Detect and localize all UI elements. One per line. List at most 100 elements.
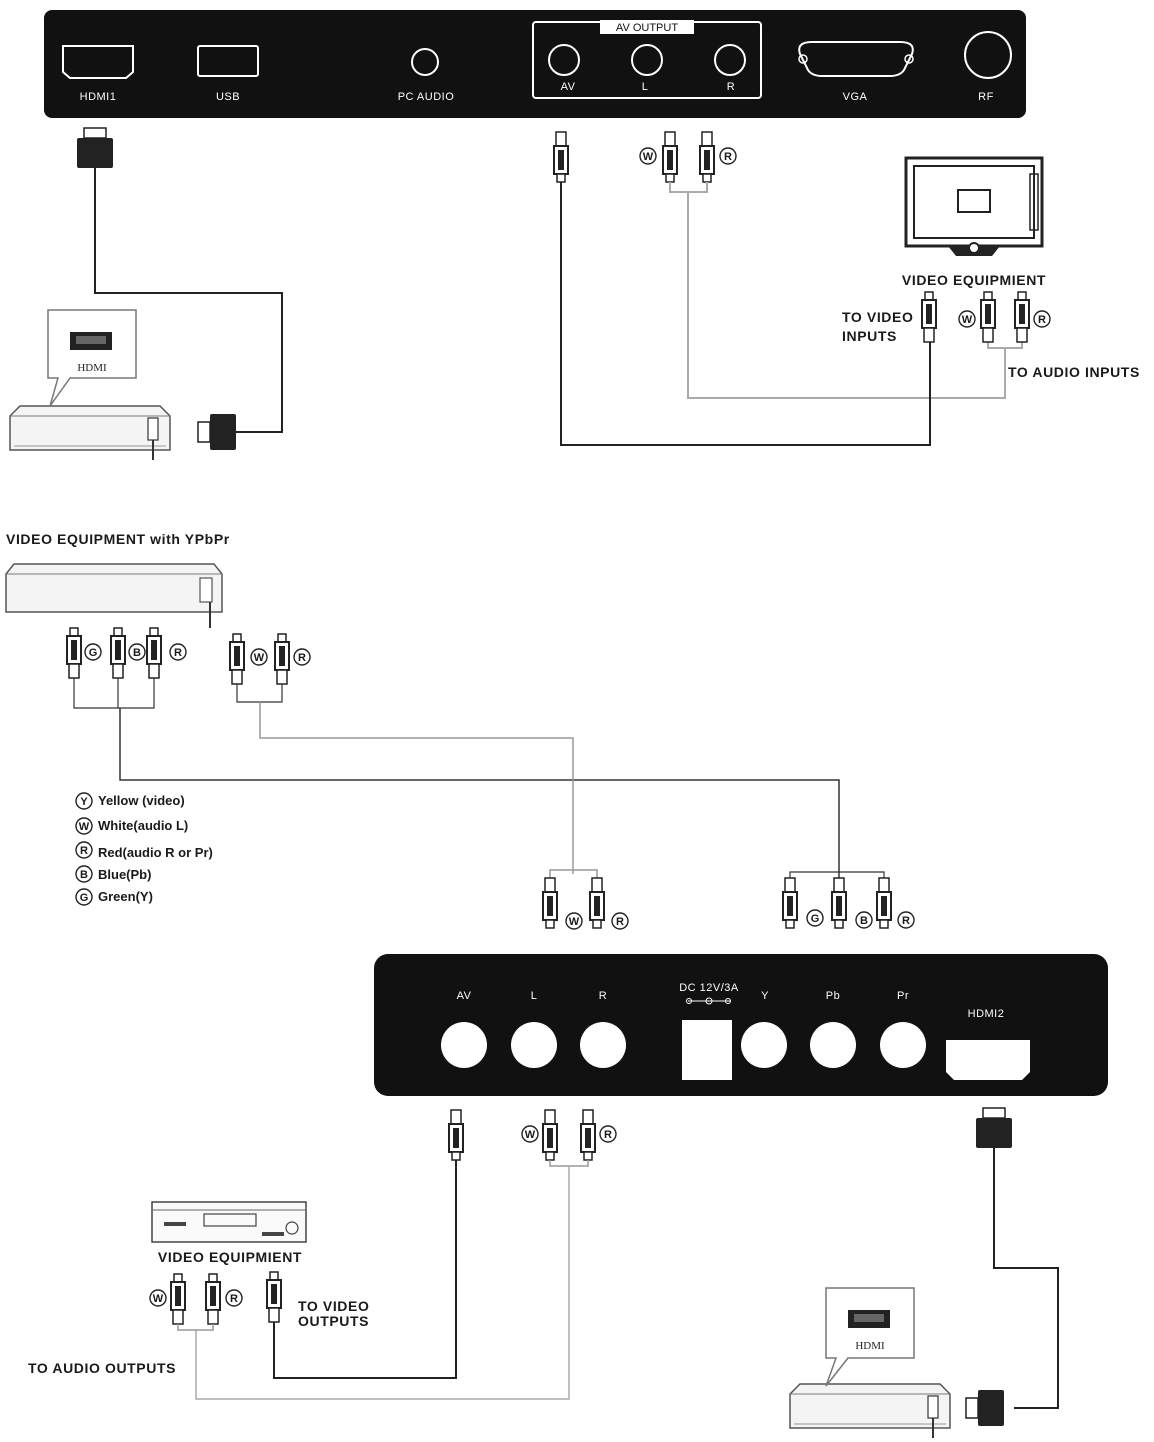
r-badge: R [719, 147, 737, 165]
svg-text:R: R [230, 1293, 238, 1305]
dc-socket-icon [682, 1020, 732, 1080]
av-output-group: AV OUTPUT AV L R [532, 20, 762, 99]
dc-polarity-icon [686, 997, 731, 1005]
audio-y-split [236, 684, 283, 703]
svg-text:Y: Y [80, 796, 88, 808]
w-badge: W [639, 147, 657, 165]
rca-plug-icon [921, 291, 937, 343]
audio-y-split [669, 182, 708, 193]
av-output-title: AV OUTPUT [616, 22, 678, 34]
rca-plug-icon [274, 633, 290, 685]
hdmi-box-label: HDMI [855, 1340, 885, 1352]
pr-jack-icon [880, 1022, 926, 1068]
rca-plug-icon [170, 1273, 186, 1325]
rca-plug-icon [66, 627, 82, 679]
set-top-box-icon [9, 405, 171, 461]
hdmi-cable [94, 168, 283, 433]
r-badge: R [1033, 310, 1051, 328]
rca-plug-icon [205, 1273, 221, 1325]
top-hdmi-connection: HDMI [9, 127, 283, 461]
set-top-box-icon [789, 1383, 951, 1439]
bottom-hdmi-connection: HDMI [789, 1107, 1059, 1439]
rca-plug-icon [831, 877, 847, 929]
svg-text:R: R [80, 845, 88, 857]
r-jack-icon [580, 1022, 626, 1068]
hdmi-box-label: HDMI [77, 362, 107, 374]
svg-text:G: G [89, 647, 98, 659]
bottom-av-connection: W R VIDEO EQUIPMIENT W R TO V [28, 1109, 617, 1400]
vga-port: VGA [798, 41, 914, 103]
rca-plug-icon [699, 131, 715, 183]
hdmi-port-icon [62, 45, 134, 79]
to-video-outputs-line2: OUTPUTS [298, 1313, 369, 1329]
b-badge: B [128, 643, 146, 661]
r-badge: R [169, 643, 187, 661]
audio-cable [259, 702, 574, 874]
pb-in-label: Pb [826, 990, 840, 1002]
svg-text:W: W [569, 916, 580, 928]
rf-label: RF [978, 91, 994, 103]
svg-text:R: R [616, 916, 624, 928]
rca-plug-icon [542, 877, 558, 929]
vga-label: VGA [843, 91, 868, 103]
svg-text:G: G [80, 892, 89, 904]
rf-port: RF [964, 31, 1012, 103]
dc-label: DC 12V/3A [679, 982, 739, 994]
svg-text:R: R [724, 151, 732, 163]
rca-plug-icon [1014, 291, 1030, 343]
y-in-label: Y [761, 990, 769, 1002]
legend-item: Y Yellow (video) [75, 792, 185, 810]
hdmi-plug-icon [76, 127, 114, 169]
rca-plug-icon [782, 877, 798, 929]
svg-text:Green(Y): Green(Y) [98, 889, 153, 904]
r-badge: R [225, 1289, 243, 1307]
component-y-split [73, 678, 155, 709]
to-audio-inputs-label: TO AUDIO INPUTS [1008, 364, 1140, 380]
r-badge: R [897, 911, 915, 929]
legend-item: R Red(audio R or Pr) [75, 841, 213, 860]
svg-text:W: W [525, 1129, 536, 1141]
rca-plug-icon [980, 291, 996, 343]
r-in-label: R [599, 990, 607, 1002]
r-badge: R [599, 1125, 617, 1143]
top-av-connection: W R VIDEO EQUIPMIENT W R [553, 131, 1140, 446]
hdmi-plug-icon [975, 1107, 1013, 1149]
rca-plug-icon [589, 877, 605, 929]
r-out-label: R [727, 81, 735, 93]
pb-jack-icon [810, 1022, 856, 1068]
hdmi-callout: HDMI [47, 309, 137, 407]
color-legend: Y Yellow (video) W White(audio L) R Red(… [75, 792, 213, 906]
rca-plug-icon [553, 131, 569, 183]
svg-text:W: W [962, 314, 973, 326]
svg-text:Yellow (video): Yellow (video) [98, 793, 185, 808]
legend-item: B Blue(Pb) [75, 865, 151, 883]
video-equipment-label: VIDEO EQUIPMIENT [158, 1249, 302, 1265]
audio-cable [687, 192, 1006, 399]
bottom-tv-panel: AV L R DC 12V/3A Y Pb Pr HDMI2 [374, 954, 1108, 1096]
svg-text:Red(audio R or Pr): Red(audio R or Pr) [98, 845, 213, 860]
r-badge: R [293, 648, 311, 666]
rf-port-icon [964, 31, 1012, 79]
l-out-label: L [642, 81, 649, 93]
bottom-panel-body [374, 954, 1108, 1096]
y-jack-icon [741, 1022, 787, 1068]
svg-text:W: W [254, 652, 265, 664]
top-panel-body [44, 10, 1026, 118]
av-in-label: AV [457, 990, 472, 1002]
pc-audio-label: PC AUDIO [398, 91, 455, 103]
video-cable [560, 182, 931, 446]
w-badge: W [521, 1125, 539, 1143]
rca-plug-icon [146, 627, 162, 679]
av-output-title-bg [600, 20, 694, 34]
av-jack-icon [441, 1022, 487, 1068]
rca-plug-icon [266, 1271, 282, 1323]
g-badge: G [806, 909, 824, 927]
to-video-inputs-line1: TO VIDEO [842, 309, 913, 325]
svg-text:W: W [643, 151, 654, 163]
av-out-label: AV [561, 81, 576, 93]
to-video-inputs-line2: INPUTS [842, 328, 897, 344]
hdmi1-port: HDMI1 [62, 45, 134, 103]
w-badge: W [149, 1289, 167, 1307]
svg-text:W: W [79, 821, 90, 833]
av-jack-icon [548, 44, 580, 76]
